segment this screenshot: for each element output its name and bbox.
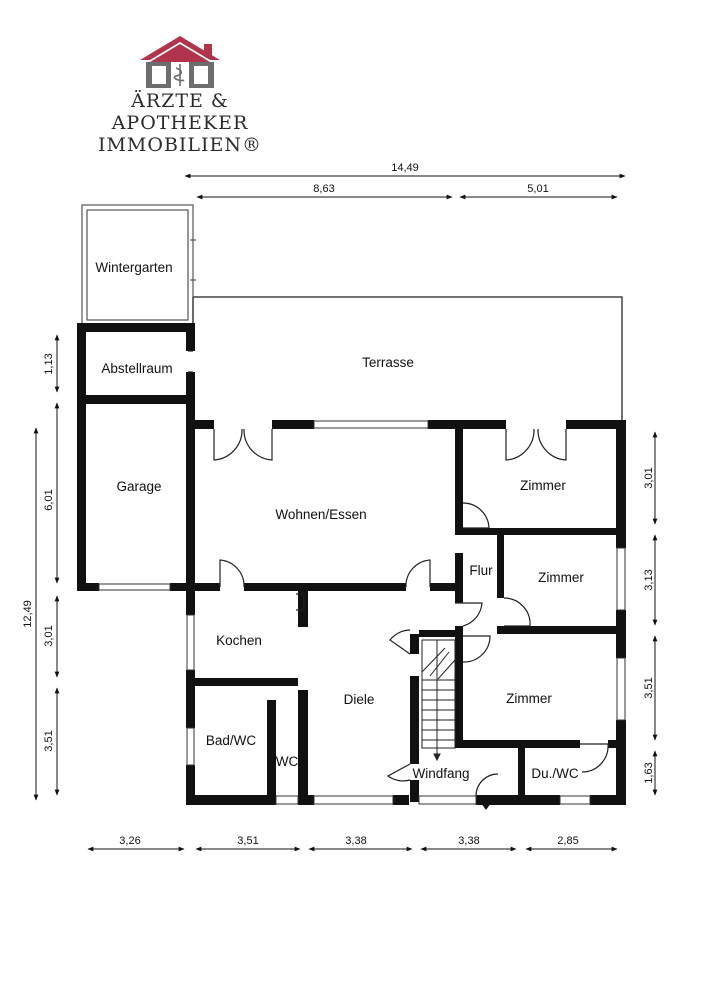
dim-top-total: 14,49 [391, 162, 419, 174]
logo-house-icon [140, 36, 220, 88]
room-label-windfang: Windfang [412, 766, 469, 781]
dim-bottom-1: 3,26 [119, 835, 140, 847]
windows [98, 420, 626, 805]
walls [77, 323, 626, 805]
dimension-lines [33, 173, 658, 852]
doors [188, 350, 609, 797]
dim-left-2: 6,01 [43, 489, 55, 510]
dim-right-4: 1,63 [643, 762, 655, 783]
dim-left-1: 1,13 [43, 353, 55, 374]
room-label-du-wc: Du./WC [531, 766, 579, 781]
dim-right-2: 3,13 [643, 569, 655, 590]
dim-bottom-4: 3,38 [458, 835, 479, 847]
dim-left-3: 3,01 [43, 625, 55, 646]
room-label-terrasse: Terrasse [362, 355, 414, 370]
room-label-garage: Garage [116, 479, 161, 494]
room-label-flur: Flur [469, 563, 493, 578]
room-label-wintergarten: Wintergarten [95, 260, 172, 275]
room-label-abstellraum: Abstellraum [101, 361, 172, 376]
dim-top-left: 8,63 [313, 183, 334, 195]
room-label-zimmer-3: Zimmer [506, 691, 552, 706]
brand-name: ÄRZTE & APOTHEKER IMMOBILIEN® [60, 90, 300, 156]
dim-top-right: 5,01 [527, 183, 548, 195]
room-label-zimmer-1: Zimmer [520, 478, 566, 493]
room-label-bad-wc: Bad/WC [206, 733, 257, 748]
dim-bottom-3: 3,38 [345, 835, 366, 847]
brand-line-1: ÄRZTE & APOTHEKER [111, 90, 249, 134]
room-label-kochen: Kochen [216, 633, 262, 648]
room-label-zimmer-2: Zimmer [538, 570, 584, 585]
dim-left-4: 3,51 [43, 730, 55, 751]
dim-bottom-2: 3,51 [237, 835, 258, 847]
staircase [421, 639, 456, 762]
dim-right-1: 3,01 [643, 467, 655, 488]
room-label-wohnen-essen: Wohnen/Essen [275, 507, 366, 522]
entrance-arrow-icon [481, 803, 491, 810]
brand-line-2: IMMOBILIEN® [97, 134, 263, 156]
dim-left-total: 12,49 [22, 600, 34, 628]
room-label-wc: WC [276, 754, 299, 769]
room-label-diele: Diele [344, 692, 375, 707]
dim-right-3: 3,51 [643, 677, 655, 698]
dim-bottom-5: 2,85 [557, 835, 578, 847]
